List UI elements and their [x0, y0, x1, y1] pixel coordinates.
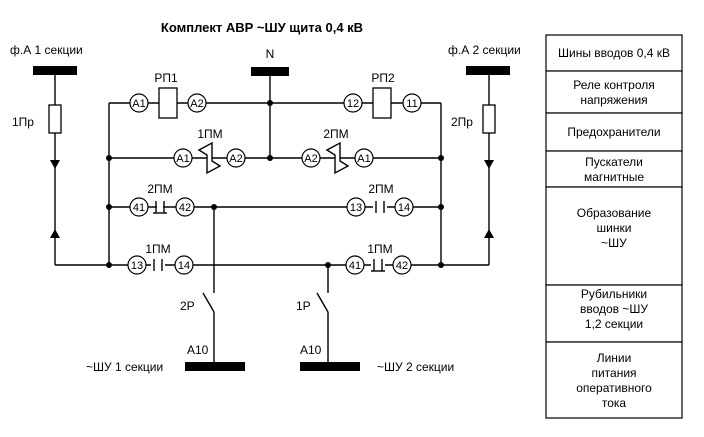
contact-row1-left-label: 2ПМ: [147, 182, 172, 196]
coil-2pm-terminal-a2: [301, 148, 321, 168]
relay-rp2-body: [372, 87, 392, 119]
legend-row-6-line-2: оперативного: [576, 381, 652, 395]
output-bus-right-label: А10: [300, 343, 322, 357]
contact-row1-left-t41: [129, 197, 149, 217]
legend-row-6-line-1: питания: [591, 366, 636, 380]
contact-row1-left-t42: [175, 197, 195, 217]
legend-row-6-line-3: тока: [602, 396, 627, 410]
contact-row2-left-t14: [174, 255, 194, 275]
contact-row2-left-t13: [127, 255, 147, 275]
fuse-right-label: 2Пр: [451, 115, 473, 129]
relay-rp2-terminal-12-text: 12: [347, 98, 359, 110]
legend-cell-fuses: [545, 112, 683, 152]
relay-rp2-terminal-11: [402, 93, 422, 113]
contact-row2-right-t42: [392, 255, 412, 275]
switch-2r-label: 2Р: [180, 299, 195, 313]
coil-1pm-body: [197, 141, 222, 175]
legend-cell-switches: [545, 284, 683, 343]
contact-row1-left-t41-text: 41: [133, 202, 145, 214]
relay-rp1-body: [158, 87, 178, 119]
legend-cell-busbar: [545, 186, 683, 286]
contact-row1-right-t14: [394, 197, 414, 217]
arrow-down-left: [50, 160, 60, 169]
contact-row2-right-t41: [345, 255, 365, 275]
legend-row-0-line-0: Шины вводов 0,4 кВ: [558, 46, 670, 60]
contact-row2-left-t13-text: 13: [131, 260, 143, 272]
coil-2pm-label: 2ПМ: [323, 127, 348, 141]
output-bus-right: [300, 362, 360, 371]
contact-row2-left-label: 1ПМ: [145, 242, 170, 256]
relay-rp1-terminal-a2: [187, 93, 207, 113]
relay-rp2-label: РП2: [371, 71, 395, 85]
legend-row-2-line-0: Предохранители: [567, 125, 660, 139]
neutral-bus: [251, 67, 289, 76]
relay-rp1-label: РП1: [154, 71, 178, 85]
neutral-label: N: [266, 47, 275, 61]
legend-row-4-line-2: ~ШУ: [601, 236, 627, 250]
contact-row1-left-t42-text: 42: [179, 202, 191, 214]
arrow-down-right: [484, 160, 494, 169]
coil-2pm-terminal-a1: [354, 148, 374, 168]
arrow-up-right: [484, 229, 494, 238]
input-left-label: ф.А 1 секции: [10, 43, 83, 57]
legend-row-5-line-2: 1,2 секции: [585, 317, 643, 331]
output-bus-left-label: А10: [187, 343, 209, 357]
relay-rp2-terminal-12: [343, 93, 363, 113]
fuse-left: [48, 104, 62, 134]
switch-1r-label: 1Р: [296, 299, 311, 313]
output-bus-left: [185, 362, 245, 371]
coil-2pm-terminal-a1-text: А1: [357, 153, 370, 165]
legend-row-1-line-1: напряжения: [580, 93, 647, 107]
contact-row2-right-label: 1ПМ: [367, 242, 392, 256]
coil-1pm-label: 1ПМ: [197, 127, 222, 141]
fuse-right: [482, 104, 496, 134]
input-bus-left: [33, 66, 77, 75]
contact-row2-left-t14-text: 14: [178, 260, 190, 272]
relay-rp1-terminal-a1-text: А1: [132, 98, 145, 110]
legend-row-6-line-0: Линии: [597, 351, 632, 365]
contact-row1-right-t13: [346, 197, 366, 217]
contact-row1-right-t14-text: 14: [398, 202, 410, 214]
diagram-title: Комплект АВР ~ШУ щита 0,4 кВ: [161, 20, 363, 35]
coil-1pm-terminal-a2: [226, 148, 246, 168]
contact-row2-right-t41-text: 41: [349, 260, 361, 272]
arrow-up-left: [50, 229, 60, 238]
legend-row-4-line-0: Образование: [577, 206, 652, 220]
legend-row-1-line-0: Реле контроля: [573, 78, 655, 92]
switch-2r-blade: [202, 292, 215, 313]
legend-row-4-line-1: шинки: [597, 221, 632, 235]
coil-1pm-terminal-a1-text: А1: [176, 153, 189, 165]
coil-2pm-body: [325, 141, 350, 175]
relay-rp1-terminal-a2-text: А2: [190, 98, 203, 110]
coil-2pm-terminal-a2-text: А2: [304, 153, 317, 165]
relay-rp1-terminal-a1: [129, 93, 149, 113]
legend-row-3-line-0: Пускатели: [585, 155, 643, 169]
output-left-label: ~ШУ 1 секции: [86, 360, 163, 374]
legend-row-3-line-1: магнитные: [584, 170, 644, 184]
fuse-left-label: 1Пр: [12, 115, 34, 129]
coil-1pm-terminal-a2-text: А2: [229, 153, 242, 165]
legend-row-5-line-1: вводов ~ШУ: [580, 302, 648, 316]
relay-rp2-terminal-11-text: 11: [406, 98, 417, 110]
input-right-label: ф.А 2 секции: [448, 43, 521, 57]
contact-row1-right-label: 2ПМ: [368, 182, 393, 196]
contact-row2-right-t42-text: 42: [396, 260, 408, 272]
switch-1r-blade: [316, 292, 329, 313]
contact-row1-right-t13-text: 13: [350, 202, 362, 214]
legend-cell-lines: [545, 341, 683, 419]
legend-table: Шины вводов 0,4 кВ Реле контроля напряже…: [545, 34, 683, 419]
output-right-label: ~ШУ 2 секции: [377, 360, 454, 374]
input-bus-right: [466, 66, 510, 75]
coil-1pm-terminal-a1: [173, 148, 193, 168]
legend-row-5-line-0: Рубильники: [581, 287, 647, 301]
